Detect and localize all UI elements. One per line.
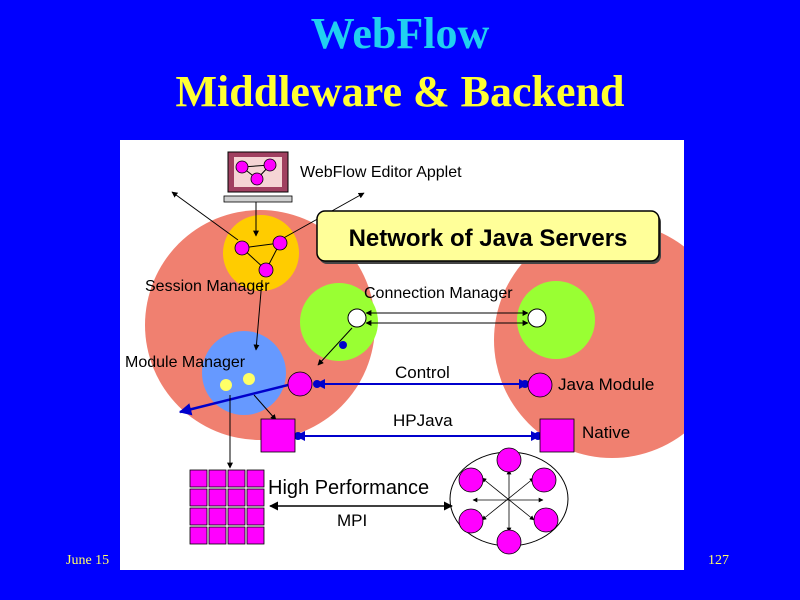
connection-manager-circle-left — [300, 283, 378, 361]
session-manager-circle — [223, 215, 299, 291]
architecture-diagram: Network of Java Servers — [120, 140, 684, 570]
connection-node-right — [527, 308, 547, 328]
mpi-label: MPI — [337, 511, 367, 530]
footer-date: June 15 — [66, 553, 110, 568]
module-node-1 — [220, 379, 232, 391]
hpc-ring-network — [449, 447, 569, 555]
editor-applet-icon — [223, 151, 293, 203]
connection-manager-circle-right — [517, 281, 595, 359]
high-performance-label: High Performance — [268, 477, 429, 499]
module-node-2 — [243, 373, 255, 385]
native-label: Native — [582, 423, 630, 442]
session-node-1 — [234, 240, 250, 256]
native-node-left — [260, 418, 296, 453]
connection-node-left — [347, 308, 367, 328]
footer-page-number: 127 — [708, 553, 729, 568]
connection-manager-label: Connection Manager — [364, 285, 513, 302]
module-manager-label: Module Manager — [125, 354, 246, 371]
hpjava-label: HPJava — [393, 411, 453, 430]
mpi-grid — [189, 469, 265, 545]
java-module-label: Java Module — [558, 375, 654, 394]
editor-applet-label: WebFlow Editor Applet — [300, 164, 462, 181]
session-manager-label: Session Manager — [145, 278, 270, 295]
java-module-node — [527, 372, 553, 398]
network-title-label: Network of Java Servers — [349, 225, 628, 252]
module-manager-circle — [202, 331, 286, 415]
session-node-2 — [272, 235, 288, 251]
session-node-3 — [258, 262, 274, 278]
slide-title: WebFlow — [310, 9, 490, 58]
slide-subtitle: Middleware & Backend — [175, 67, 625, 116]
control-label: Control — [395, 363, 450, 382]
native-node-right — [539, 418, 575, 453]
control-node-left — [287, 371, 313, 397]
